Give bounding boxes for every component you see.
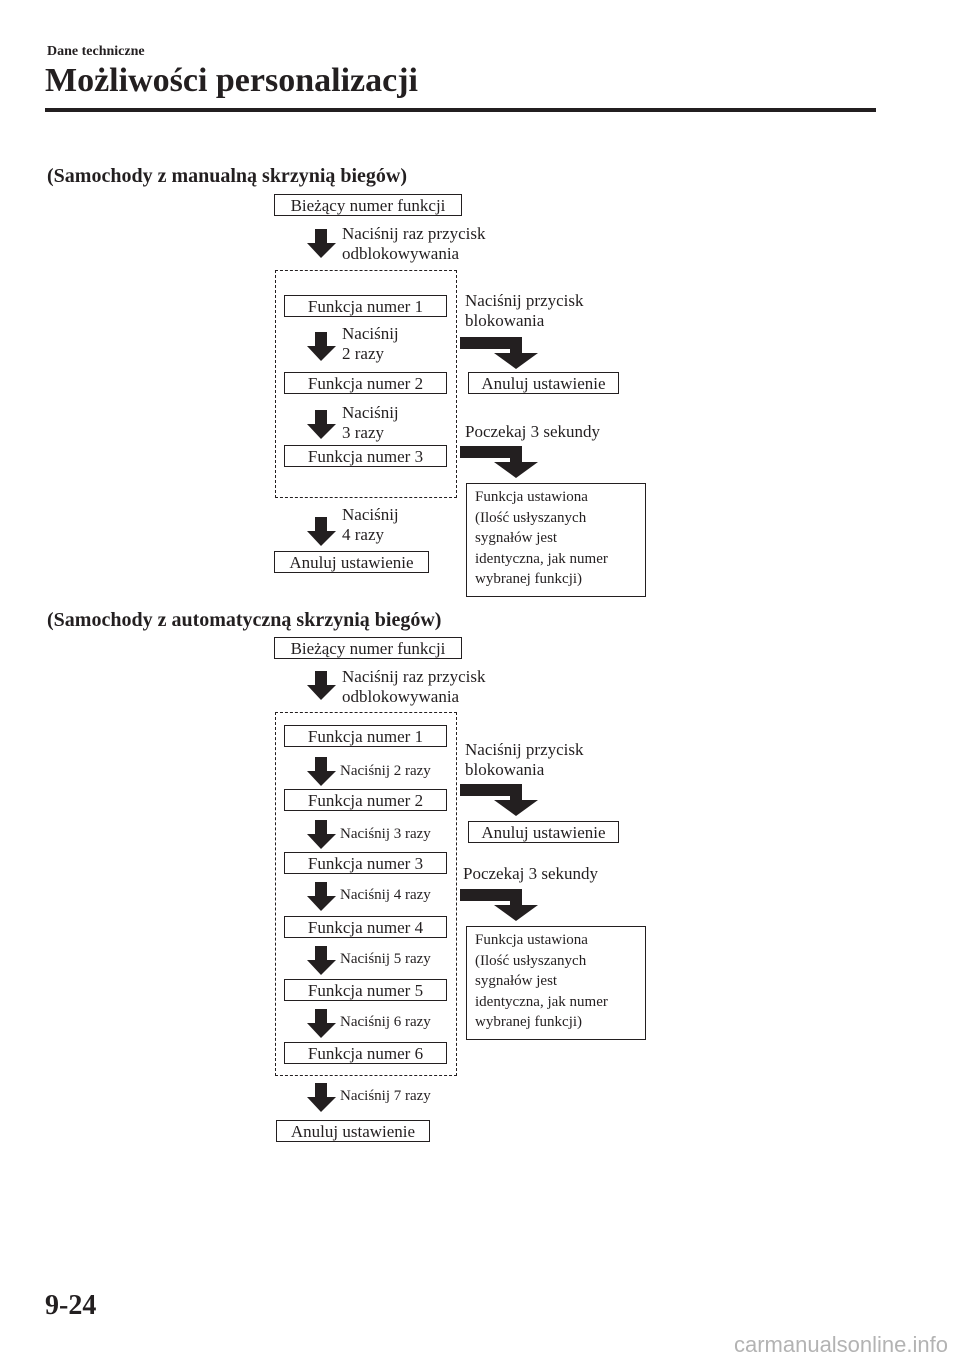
down-arrow-icon xyxy=(307,671,336,700)
page-number: 9-24 xyxy=(45,1290,97,1321)
manual-function-group xyxy=(275,270,457,498)
note-line: sygnałów jest xyxy=(475,973,558,989)
title-rule xyxy=(45,108,876,112)
manual-press3-line1: Naciśnij xyxy=(342,403,399,422)
auto-function-5-box: Funkcja numer 5 xyxy=(284,979,447,1001)
note-line: sygnałów jest xyxy=(475,530,558,546)
note-line: wybranej funkcji) xyxy=(475,1014,583,1030)
auto-press-5: Naciśnij 5 razy xyxy=(340,951,431,967)
note-line: (Ilość usłyszanych xyxy=(475,952,587,969)
manual-function-2-box: Funkcja numer 2 xyxy=(284,372,447,394)
bent-arrow-icon xyxy=(460,337,538,369)
note-line: identyczna, jak numer xyxy=(475,550,608,567)
auto-section-title: (Samochody z automatyczną skrzynią biegó… xyxy=(47,609,442,631)
down-arrow-icon xyxy=(307,517,336,546)
manual-cancel-right-box: Anuluj ustawienie xyxy=(468,372,619,394)
manual-function-3-box: Funkcja numer 3 xyxy=(284,445,447,467)
manual-press-once-line1: Naciśnij raz przycisk xyxy=(342,224,486,243)
manual-current-function-box: Bieżący numer funkcji xyxy=(274,194,462,216)
auto-press-4: Naciśnij 4 razy xyxy=(340,887,431,903)
auto-function-set-note: Funkcja ustawiona (Ilość usłyszanych syg… xyxy=(466,926,646,1040)
auto-function-3-box: Funkcja numer 3 xyxy=(284,852,447,874)
note-line: wybranej funkcji) xyxy=(475,571,583,587)
note-line: Funkcja ustawiona xyxy=(475,932,588,948)
manual-press4-line1: Naciśnij xyxy=(342,505,399,524)
auto-function-6-box: Funkcja numer 6 xyxy=(284,1042,447,1064)
manual-press4-line2: 4 razy xyxy=(342,525,385,544)
auto-function-4-box: Funkcja numer 4 xyxy=(284,916,447,938)
manual-cancel-box: Anuluj ustawienie xyxy=(274,551,429,573)
down-arrow-icon xyxy=(307,1083,336,1112)
auto-function-1-box: Funkcja numer 1 xyxy=(284,725,447,747)
note-line: Funkcja ustawiona xyxy=(475,489,588,505)
manual-function-set-note: Funkcja ustawiona (Ilość usłyszanych syg… xyxy=(466,483,646,597)
auto-press-3: Naciśnij 3 razy xyxy=(340,826,431,842)
bent-arrow-icon xyxy=(460,784,538,816)
down-arrow-icon xyxy=(307,410,336,439)
auto-press-2: Naciśnij 2 razy xyxy=(340,763,431,779)
manual-wait-text: Poczekaj 3 sekundy xyxy=(465,422,601,441)
auto-function-group xyxy=(275,712,457,1076)
auto-lock-line2: blokowania xyxy=(465,760,545,779)
down-arrow-icon xyxy=(307,882,336,911)
bent-arrow-icon xyxy=(460,446,538,478)
auto-current-function-box: Bieżący numer funkcji xyxy=(274,637,462,659)
auto-lock-line1: Naciśnij przycisk xyxy=(465,740,584,759)
auto-cancel-box: Anuluj ustawienie xyxy=(276,1120,430,1142)
note-line: (Ilość usłyszanych xyxy=(475,509,587,526)
down-arrow-icon xyxy=(307,229,336,258)
manual-press2-line2: 2 razy xyxy=(342,344,385,363)
auto-function-2-box: Funkcja numer 2 xyxy=(284,789,447,811)
auto-press-once-line2: odblokowywania xyxy=(342,687,460,706)
page-title: Możliwości personalizacji xyxy=(45,62,418,99)
manual-press3-line2: 3 razy xyxy=(342,423,385,442)
auto-press-7: Naciśnij 7 razy xyxy=(340,1088,431,1104)
manual-lock-line2: blokowania xyxy=(465,311,545,330)
auto-cancel-right-box: Anuluj ustawienie xyxy=(468,821,619,843)
manual-section-title: (Samochody z manualną skrzynią biegów) xyxy=(47,165,408,187)
auto-wait-text: Poczekaj 3 sekundy xyxy=(463,864,599,883)
manual-lock-line1: Naciśnij przycisk xyxy=(465,291,584,310)
bent-arrow-icon xyxy=(460,889,538,921)
section-label: Dane techniczne xyxy=(47,44,145,59)
watermark: carmanualsonline.info xyxy=(733,1332,948,1357)
manual-function-1-box: Funkcja numer 1 xyxy=(284,295,447,317)
down-arrow-icon xyxy=(307,820,336,849)
down-arrow-icon xyxy=(307,946,336,975)
down-arrow-icon xyxy=(307,1009,336,1038)
down-arrow-icon xyxy=(307,757,336,786)
manual-press2-line1: Naciśnij xyxy=(342,324,399,343)
down-arrow-icon xyxy=(307,332,336,361)
note-line: identyczna, jak numer xyxy=(475,993,608,1010)
auto-press-6: Naciśnij 6 razy xyxy=(340,1014,431,1030)
manual-press-once-line2: odblokowywania xyxy=(342,244,460,263)
auto-press-once-line1: Naciśnij raz przycisk xyxy=(342,667,486,686)
